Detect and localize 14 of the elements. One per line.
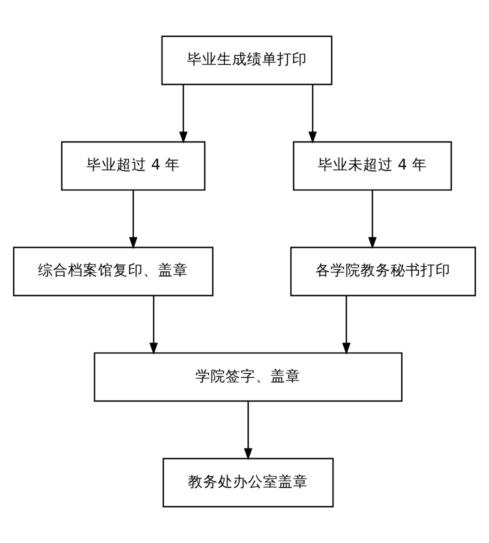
node-box: 教务处办公室盖章 [162,458,334,508]
arrow [308,84,317,144]
arrow [342,296,351,355]
node-box: 毕业超过 4 年 [61,141,206,191]
node-box: 各学院教务秘书打印 [290,246,476,296]
arrow [368,190,377,250]
node-box: 综合档案馆复印、盖章 [13,246,214,296]
arrow [129,190,138,250]
arrow [149,296,158,355]
node-box: 毕业生成绩单打印 [161,36,332,86]
node-box: 学院签字、盖章 [94,352,402,402]
arrow [179,84,188,144]
node-box: 毕业未超过 4 年 [292,141,452,191]
arrow [244,402,252,460]
